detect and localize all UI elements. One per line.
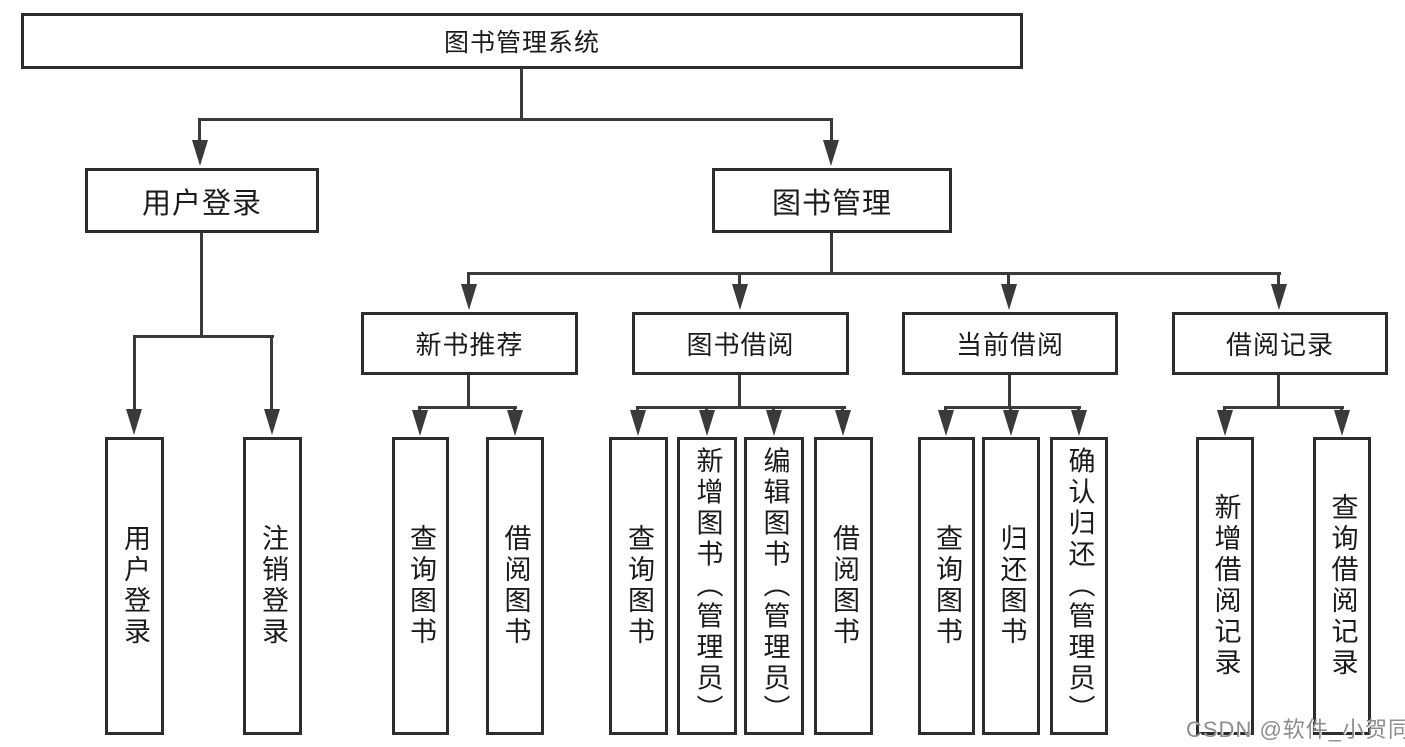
arrowhead-down-icon [1217,410,1233,436]
leaf-query-books-recommend: 查询图书 [392,437,449,735]
arrowhead-down-icon [630,410,646,436]
leaf-confirm-return-admin: 确认归还（管理员） [1050,437,1108,735]
connector-vline [467,375,470,408]
leaf-borrow-books-borrow: 借阅图书 [814,437,873,735]
arrowhead-down-icon [835,410,851,436]
arrowhead-down-icon [1001,284,1017,310]
connector-vline [1277,375,1280,408]
leaf-add-borrow-record: 新增借阅记录 [1196,437,1254,735]
leaf-label: 查询图书 [624,524,654,648]
connector-vline [270,335,273,413]
arrowhead-down-icon [699,410,715,436]
connector-vline [133,335,136,413]
node-borrow-records: 借阅记录 [1172,312,1388,375]
leaf-label: 查询借阅记录 [1327,493,1358,679]
connector-hline [418,406,517,409]
leaf-borrow-books-recommend: 借阅图书 [486,437,544,735]
node-root: 图书管理系统 [21,13,1023,69]
arrowhead-down-icon [1271,284,1287,310]
leaf-query-books-borrow: 查询图书 [609,437,668,735]
leaf-query-borrow-record: 查询借阅记录 [1313,437,1371,735]
leaf-return-books: 归还图书 [982,437,1040,735]
leaf-label: 借阅图书 [829,524,859,648]
connector-hline [467,272,1281,275]
arrowhead-down-icon [1334,410,1350,436]
connector-vline [467,272,470,290]
connector-hline [636,406,846,409]
arrowhead-down-icon [1071,410,1087,436]
leaf-logout: 注销登录 [243,437,302,735]
connector-vline [1277,272,1280,290]
connector-vline [1008,375,1011,408]
arrowhead-down-icon [461,284,477,310]
leaf-edit-books-admin: 编辑图书（管理员） [744,437,804,735]
connector-vline [198,118,201,146]
leaf-label: 查询图书 [406,524,436,648]
connector-vline [200,233,203,337]
arrowhead-down-icon [766,410,782,436]
leaf-user-login: 用户登录 [105,437,164,735]
leaf-label: 新增借阅记录 [1210,493,1241,679]
leaf-label: 注销登录 [258,524,288,648]
arrowhead-down-icon [412,410,428,436]
connector-vline [738,272,741,290]
node-book-management: 图书管理 [712,168,952,233]
leaf-label: 用户登录 [120,524,150,648]
connector-vline [830,233,833,274]
node-current-borrow: 当前借阅 [902,312,1118,375]
connector-vline [738,375,741,408]
leaf-label: 新增图书（管理员） [692,446,723,726]
leaf-label: 确认归还（管理员） [1064,446,1095,726]
leaf-label: 查询图书 [932,524,962,648]
leaf-label: 编辑图书（管理员） [759,446,790,726]
arrowhead-down-icon [264,409,280,435]
connector-vline [520,68,523,120]
connector-hline [198,118,832,121]
leaf-label: 借阅图书 [500,524,531,648]
connector-vline [830,118,833,146]
leaf-query-books-current: 查询图书 [918,437,975,735]
arrowhead-down-icon [192,140,208,166]
arrowhead-down-icon [823,140,839,166]
leaf-add-books-admin: 新增图书（管理员） [677,437,737,735]
arrowhead-down-icon [938,410,954,436]
arrowhead-down-icon [126,409,142,435]
connector-hline [133,335,274,338]
watermark: CSDN @软件_小贺同学 [1186,717,1405,742]
connector-hline [1223,406,1344,409]
node-new-book-recommend: 新书推荐 [361,312,578,375]
arrowhead-down-icon [507,410,523,436]
node-book-borrow: 图书借阅 [632,312,849,375]
arrowhead-down-icon [732,284,748,310]
arrowhead-down-icon [1003,410,1019,436]
connector-hline [944,406,1081,409]
leaf-label: 归还图书 [996,524,1027,648]
connector-vline [1007,272,1010,290]
node-user-login: 用户登录 [85,168,319,233]
